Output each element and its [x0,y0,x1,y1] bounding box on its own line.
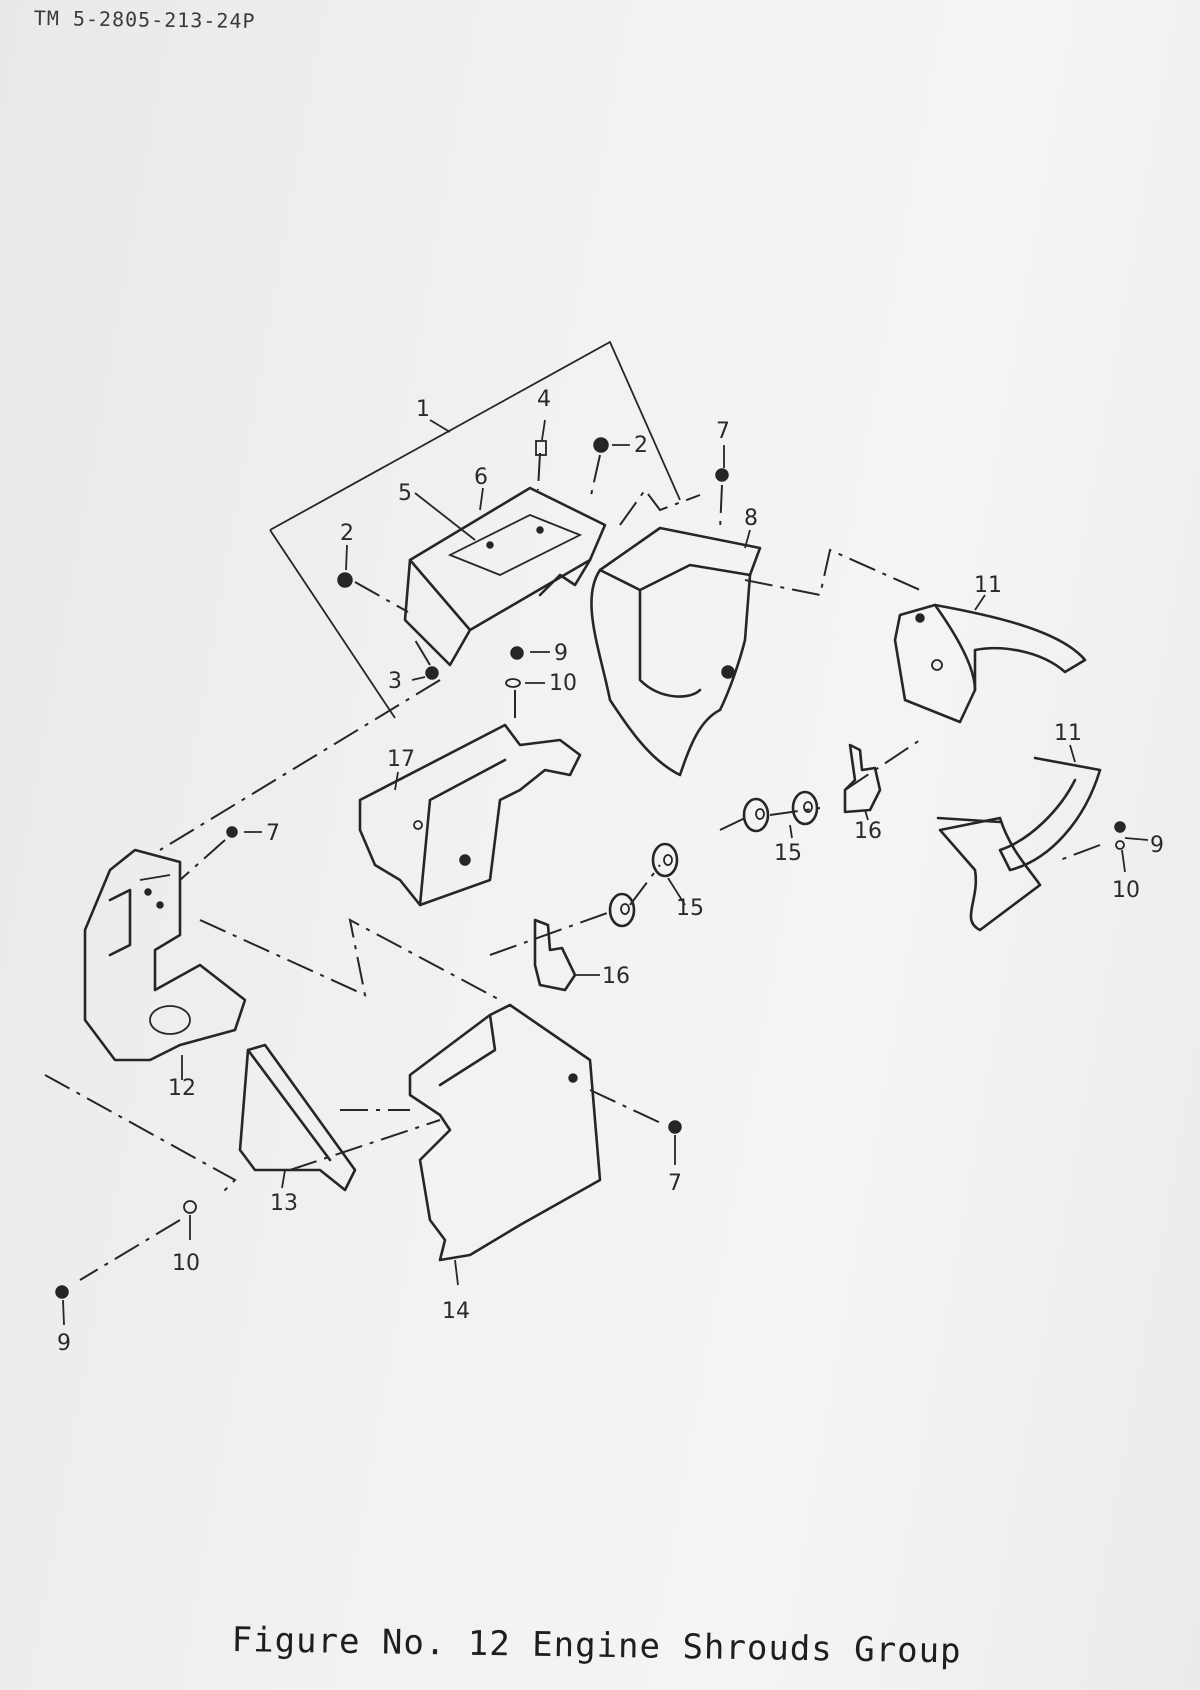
leader-lines [62,419,1149,1326]
callout-5: 5 [398,481,412,506]
callout-7-left: 7 [266,821,280,846]
callout-15-lower: 15 [676,896,704,921]
callout-10-right: 10 [1112,878,1140,903]
callout-12: 12 [168,1076,196,1101]
callout-labels: 1 2 2 3 4 5 6 7 7 7 8 9 9 9 10 10 10 11 … [57,387,1164,1356]
callout-7-top: 7 [716,419,730,444]
part-bracket [238,1043,357,1192]
assembly-lines [44,452,1101,1281]
callout-11-upper: 11 [974,573,1002,598]
callout-7-bottom: 7 [668,1171,682,1196]
callout-16-lower: 16 [602,964,630,989]
part-top-cover [403,486,607,667]
fasteners [55,437,1126,1299]
callout-4: 4 [537,387,551,412]
part-right-shroud-upper [893,603,1087,724]
part-plate [447,514,583,576]
callout-1: 1 [416,397,430,422]
part-baffle [358,723,582,907]
callout-11-lower: 11 [1054,721,1082,746]
callout-8: 8 [744,506,758,531]
callout-6: 6 [474,465,488,490]
callout-15-upper: 15 [774,841,802,866]
callout-14: 14 [442,1299,470,1324]
callout-10-center: 10 [549,671,577,696]
callout-2-left: 2 [340,521,354,546]
callout-9-center: 9 [554,641,568,666]
callout-17: 17 [387,747,415,772]
part-left-shroud [83,848,247,1062]
part-bushings [608,790,819,928]
callout-13: 13 [270,1191,298,1216]
callout-2-top: 2 [634,433,648,458]
callout-3: 3 [388,669,402,694]
group-bracket [269,340,681,719]
part-front-cover [408,1003,602,1262]
part-center-shroud [590,526,762,777]
callout-9-right: 9 [1150,833,1164,858]
callout-10-bottom: 10 [172,1251,200,1276]
part-clips [533,743,882,992]
part-right-shroud-lower [936,756,1102,932]
callout-16-upper: 16 [854,819,882,844]
callout-9-bottom: 9 [57,1331,71,1356]
